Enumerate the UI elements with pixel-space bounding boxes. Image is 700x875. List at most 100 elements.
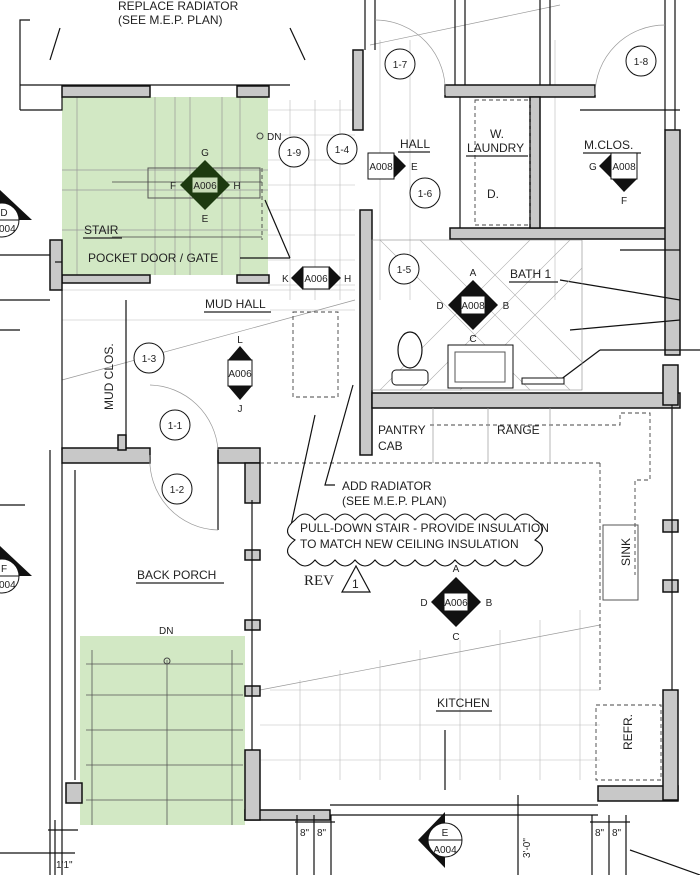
elevation-marker-d[interactable]: D A004 [0, 190, 32, 238]
svg-text:1-9: 1-9 [287, 148, 302, 159]
svg-text:B: B [486, 598, 493, 609]
svg-text:E: E [202, 214, 209, 225]
add-radiator-note-2: (SEE M.E.P. PLAN) [342, 494, 446, 508]
svg-text:A008: A008 [461, 301, 485, 312]
svg-text:G: G [589, 162, 597, 173]
stair-upper [62, 97, 268, 275]
room-master-closet: M.CLOS. [584, 138, 633, 152]
walls [49, 49, 681, 821]
dimension-label: 1'1" [56, 860, 73, 871]
down-label: DN [159, 626, 173, 637]
pantry-cabinet-label: PANTRY [378, 423, 426, 437]
replace-radiator-note-2: (SEE M.E.P. PLAN) [118, 13, 222, 27]
room-hall: HALL [400, 137, 430, 151]
svg-text:A004: A004 [0, 224, 16, 235]
svg-text:A: A [453, 564, 460, 575]
dimension-label: 8" [612, 828, 622, 839]
dimension-label: 3'-0" [522, 838, 533, 858]
dimension-label: 8" [300, 828, 310, 839]
elevation-marker-mudhall-kh[interactable]: A006 K H [282, 266, 351, 290]
door-tag[interactable]: 1-8 [625, 45, 657, 77]
elevation-marker-e[interactable]: E A004 [418, 812, 463, 868]
svg-text:A006: A006 [193, 181, 217, 192]
room-back-porch: BACK PORCH [137, 568, 216, 582]
elevation-marker-bath[interactable]: A008 A D B C [436, 268, 509, 345]
room-mud-closet: MUD CLOS. [102, 343, 116, 410]
svg-text:A004: A004 [433, 845, 457, 856]
svg-text:1-4: 1-4 [335, 145, 350, 156]
svg-text:1-1: 1-1 [168, 421, 183, 432]
elevation-marker-stair[interactable]: A006 G F H E [170, 148, 241, 225]
svg-text:A004: A004 [0, 580, 16, 591]
room-stair: STAIR [84, 223, 119, 237]
revision-label: REV [304, 573, 334, 589]
door-tag[interactable]: 1-9 [278, 136, 310, 168]
revision-cloud [286, 513, 544, 567]
svg-text:A008: A008 [612, 162, 636, 173]
elevation-marker-hall[interactable]: A008 E [367, 152, 418, 180]
svg-text:E: E [442, 828, 449, 839]
pantry-cabinet-label-2: CAB [378, 439, 403, 453]
pulldown-stair-note-2: TO MATCH NEW CEILING INSULATION [300, 537, 519, 551]
door-tag[interactable]: 1-5 [388, 253, 420, 285]
svg-text:1-8: 1-8 [634, 57, 649, 68]
svg-text:D: D [0, 208, 7, 219]
notes: REPLACE RADIATOR (SEE M.E.P. PLAN) ADD R… [88, 0, 549, 637]
svg-text:G: G [201, 148, 209, 159]
sink-label: SINK [619, 538, 633, 566]
svg-text:B: B [503, 301, 510, 312]
stair-porch [80, 636, 245, 825]
elevation-marker-mudhall-lj[interactable]: A006 L J [227, 335, 253, 415]
svg-text:J: J [238, 404, 243, 415]
range-label: RANGE [497, 423, 540, 437]
elevation-marker-kitchen[interactable]: A006 A D B C [420, 564, 492, 643]
refrigerator-label: REFR. [621, 714, 635, 750]
svg-text:K: K [282, 274, 289, 285]
pocket-door-note: POCKET DOOR / GATE [88, 251, 218, 265]
svg-text:L: L [237, 335, 243, 346]
svg-text:1-3: 1-3 [142, 354, 157, 365]
revision-triangle [340, 564, 372, 593]
revision-number: 1 [352, 577, 359, 591]
svg-text:D: D [420, 598, 427, 609]
svg-text:A: A [470, 268, 477, 279]
svg-text:1-5: 1-5 [397, 265, 412, 276]
door-tag[interactable]: 1-4 [326, 133, 358, 165]
dimensions: 8" 8" 8" 8" 3'-0" 1'1" [48, 795, 630, 875]
dimension-label: 8" [595, 828, 605, 839]
room-laundry-2: LAUNDRY [467, 141, 524, 155]
svg-text:1-6: 1-6 [418, 189, 433, 200]
elevation-marker-closet[interactable]: A008 G F [589, 152, 638, 207]
svg-text:H: H [233, 181, 240, 192]
room-laundry: W. [490, 127, 504, 141]
replace-radiator-note: REPLACE RADIATOR [118, 0, 239, 13]
door-tag[interactable]: 1-1 [159, 409, 191, 441]
section-markers: A006 G F H E A008 E A008 G F A006 K H [0, 148, 638, 868]
door-tag[interactable]: 1-2 [161, 473, 193, 505]
svg-text:C: C [452, 632, 459, 643]
elevation-marker-f[interactable]: F A004 [0, 546, 32, 594]
door-tag[interactable]: 1-3 [133, 342, 165, 374]
toilet-icon [397, 331, 423, 369]
pulldown-stair-note: PULL-DOWN STAIR - PROVIDE INSULATION [300, 521, 549, 535]
room-kitchen: KITCHEN [437, 696, 490, 710]
door-tags: 1-7 1-8 1-9 1-4 1-6 1-5 1-3 1-1 1-2 [133, 45, 657, 505]
svg-text:C: C [469, 334, 476, 345]
svg-text:A006: A006 [228, 369, 252, 380]
dimension-label: 8" [317, 828, 327, 839]
svg-text:A006: A006 [304, 274, 328, 285]
svg-text:F: F [170, 181, 176, 192]
door-tag[interactable]: 1-7 [384, 48, 416, 80]
room-labels: HALL W. LAUNDRY D. M.CLOS. STAIR MUD HAL… [83, 127, 641, 750]
room-bath: BATH 1 [510, 267, 551, 281]
down-label: DN [267, 132, 281, 143]
room-mud-hall: MUD HALL [205, 297, 266, 311]
svg-text:A006: A006 [444, 598, 468, 609]
svg-text:D: D [436, 301, 443, 312]
door-tag[interactable]: 1-6 [409, 177, 441, 209]
dryer-label: D. [487, 187, 499, 201]
svg-text:1-2: 1-2 [170, 485, 185, 496]
add-radiator-note: ADD RADIATOR [342, 479, 432, 493]
svg-text:1-7: 1-7 [393, 60, 408, 71]
